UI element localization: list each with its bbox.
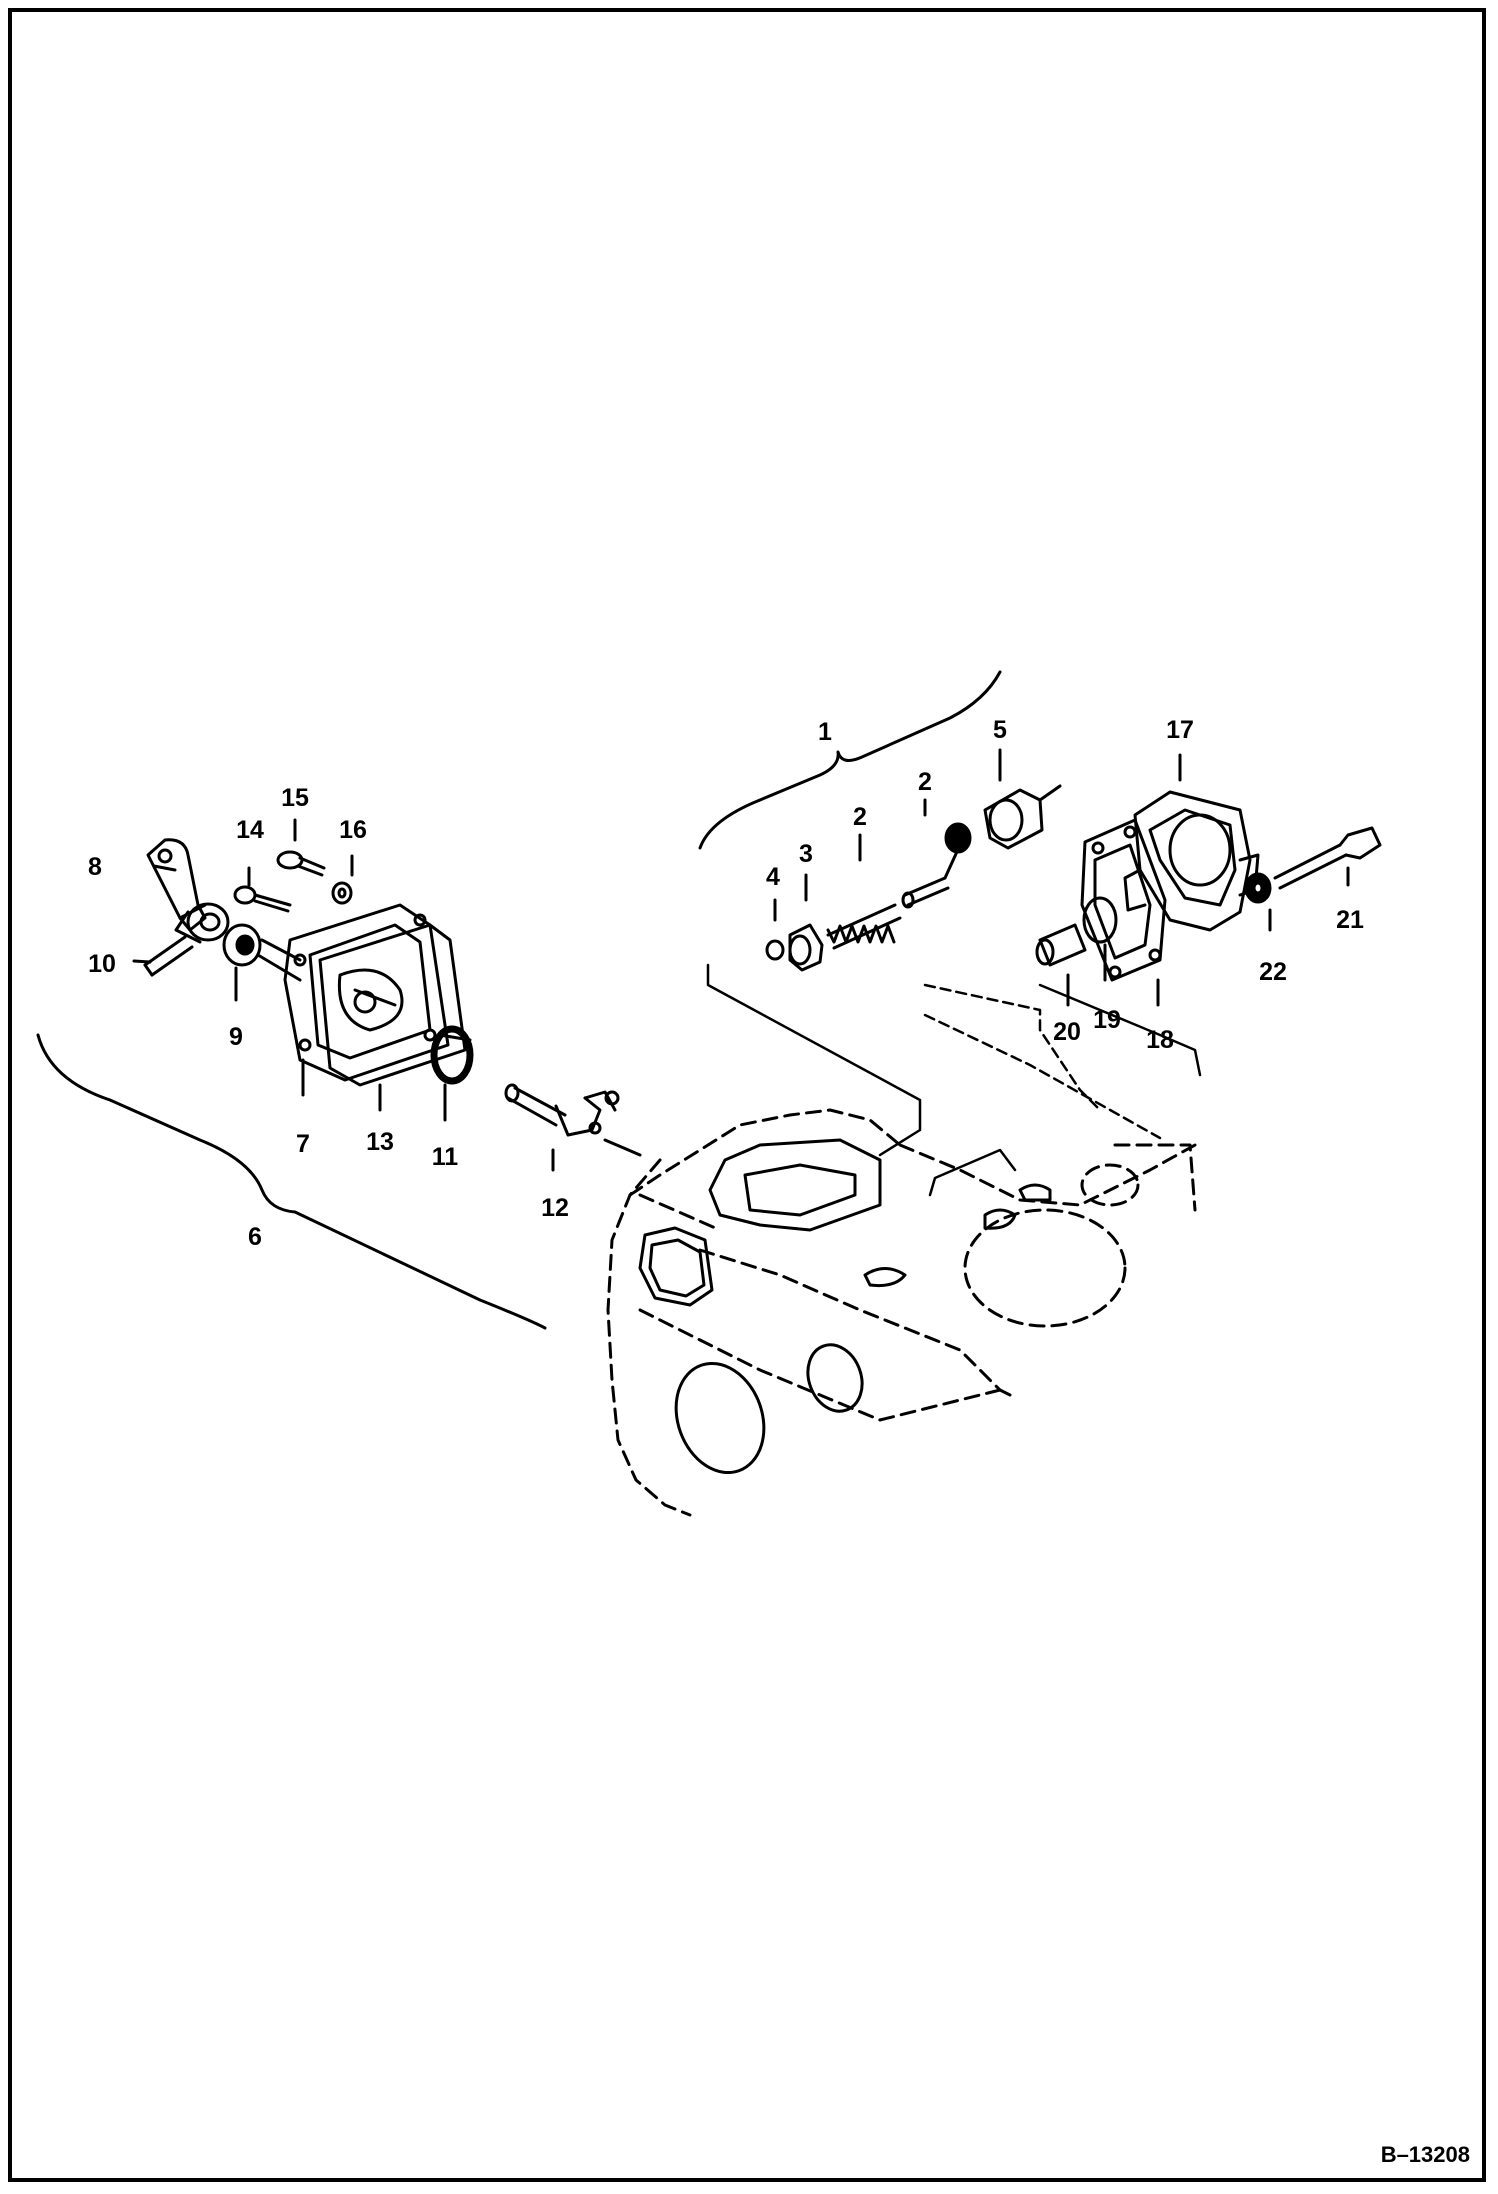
part-18-plate bbox=[1080, 818, 1167, 982]
part-20-bushing bbox=[1035, 923, 1087, 967]
callout-15: 15 bbox=[281, 784, 309, 812]
part-15-bolt bbox=[276, 850, 326, 877]
callout-10: 10 bbox=[88, 950, 116, 978]
callout-labels: 1 2 2 3 4 5 6 7 8 9 10 11 12 13 14 15 16… bbox=[88, 716, 1364, 1251]
callout-17: 17 bbox=[1166, 716, 1194, 744]
part-5-sleeve bbox=[983, 784, 1062, 850]
callout-22: 22 bbox=[1259, 958, 1287, 986]
part-14-bolt bbox=[233, 885, 292, 913]
page-border bbox=[8, 8, 1486, 2182]
figure-id: B–13208 bbox=[1380, 2142, 1470, 2167]
callout-1: 1 bbox=[818, 718, 832, 746]
part-11-ring bbox=[430, 1025, 474, 1085]
part-cover-shaft bbox=[256, 938, 302, 982]
assembly-leader-lines bbox=[603, 963, 1202, 1197]
part-12-lever-shaft bbox=[504, 1083, 642, 1157]
part-2-spring bbox=[826, 903, 902, 950]
part-7-cover bbox=[283, 903, 450, 1082]
part-3-plug bbox=[788, 923, 824, 972]
part-10-pin bbox=[143, 935, 194, 977]
bracket-group-6 bbox=[36, 1033, 547, 1330]
callout-8: 8 bbox=[88, 853, 102, 881]
callout-9: 9 bbox=[229, 1023, 243, 1051]
callout-12: 12 bbox=[541, 1194, 569, 1222]
callout-13: 13 bbox=[366, 1128, 394, 1156]
callout-leaders bbox=[132, 748, 1350, 1172]
callout-3: 3 bbox=[799, 840, 813, 868]
part-9-seal bbox=[222, 923, 262, 967]
callout-2-spring: 2 bbox=[853, 803, 867, 831]
part-17-housing bbox=[1123, 790, 1260, 932]
callout-5: 5 bbox=[993, 716, 1007, 744]
callout-18: 18 bbox=[1146, 1026, 1174, 1054]
callout-19: 19 bbox=[1093, 1006, 1121, 1034]
part-8-lever bbox=[146, 838, 207, 932]
callout-7: 7 bbox=[296, 1130, 310, 1158]
engine-block-ports bbox=[638, 1138, 1052, 1475]
callout-21: 21 bbox=[1336, 906, 1364, 934]
callout-20: 20 bbox=[1053, 1018, 1081, 1046]
callout-11: 11 bbox=[432, 1143, 459, 1171]
part-21-bolt bbox=[1273, 826, 1382, 890]
part-lever-hub bbox=[174, 902, 230, 944]
engine-block-outline bbox=[606, 1108, 1197, 1517]
callout-6: 6 bbox=[248, 1223, 262, 1251]
part-4-oring bbox=[765, 939, 785, 961]
part-13-gasket bbox=[318, 923, 467, 1087]
part-19-seal bbox=[1082, 896, 1118, 944]
part-2-spool bbox=[901, 822, 972, 909]
callout-14: 14 bbox=[236, 816, 264, 844]
part-16-washer bbox=[331, 881, 353, 905]
callout-2-spool: 2 bbox=[918, 768, 932, 796]
callout-4: 4 bbox=[766, 863, 780, 891]
bracket-group-1 bbox=[698, 670, 1002, 850]
part-22-washer bbox=[1244, 872, 1272, 904]
callout-16: 16 bbox=[339, 816, 367, 844]
